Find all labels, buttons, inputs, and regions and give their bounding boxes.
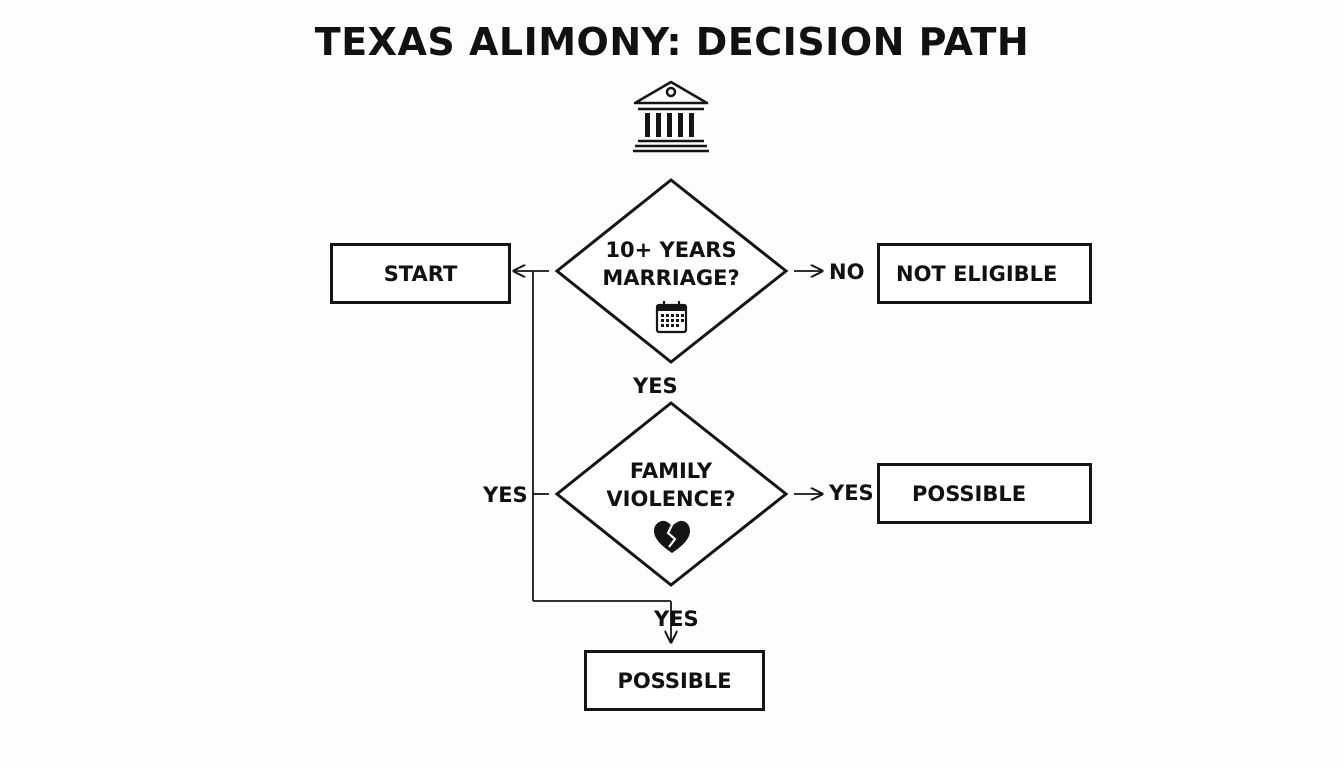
not-eligible-box: NOT ELIGIBLE — [877, 243, 1092, 304]
calendar-icon — [655, 301, 688, 334]
possible-right-box: POSSIBLE — [877, 463, 1092, 524]
decision-marriage-text: 10+ YEARS MARRIAGE? — [571, 236, 771, 292]
decision-violence-line1: FAMILY — [629, 459, 713, 483]
start-label: START — [383, 261, 458, 286]
start-box: START — [330, 243, 511, 304]
edge-label-yes-right: YES — [829, 481, 874, 505]
edge-label-yes-bottom: YES — [654, 607, 699, 631]
decision-marriage-line2: MARRIAGE? — [602, 266, 740, 290]
decision-violence-line2: VIOLENCE? — [606, 487, 736, 511]
edge-label-yes-down: YES — [633, 374, 678, 398]
courthouse-icon — [633, 80, 709, 153]
decision-violence-diamond — [554, 401, 789, 587]
diagram-title: TEXAS ALIMONY: DECISION PATH — [314, 20, 1030, 64]
decision-violence-text: FAMILY VIOLENCE? — [571, 457, 771, 513]
decision-marriage-diamond — [554, 178, 789, 364]
edge-label-no: NO — [829, 260, 865, 284]
decision-marriage-line1: 10+ YEARS — [605, 238, 737, 262]
possible-bottom-box: POSSIBLE — [584, 650, 765, 711]
possible-right-label: POSSIBLE — [912, 481, 1027, 506]
possible-bottom-label: POSSIBLE — [617, 668, 732, 693]
not-eligible-label: NOT ELIGIBLE — [896, 261, 1058, 286]
edge-label-yes-left: YES — [483, 483, 528, 507]
broken-heart-icon — [654, 520, 690, 553]
